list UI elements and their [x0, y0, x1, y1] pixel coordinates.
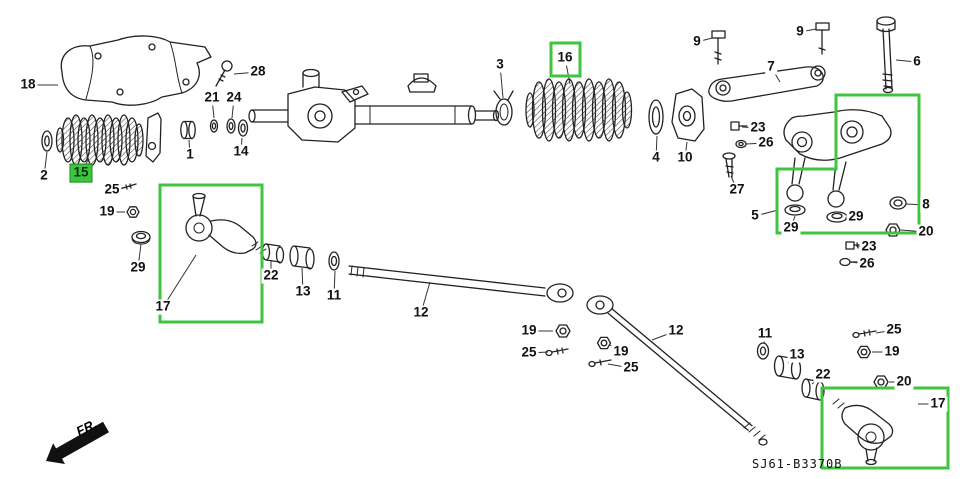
- part-callout-19: 19: [882, 343, 902, 360]
- part-15-boot: [55, 114, 144, 166]
- part-callout-13: 13: [293, 283, 313, 300]
- part-callout-20: 20: [894, 373, 914, 390]
- part-callout-17: 17: [928, 395, 948, 412]
- part-14-washer: [237, 119, 249, 137]
- part-callout-9: 9: [794, 23, 806, 40]
- part-callout-26: 26: [756, 134, 776, 151]
- part-callout-8: 8: [920, 196, 932, 213]
- part-25-screw-mid: [588, 359, 612, 368]
- part-callout-28: 28: [248, 63, 268, 80]
- part-19-nut-br: [856, 345, 872, 359]
- part-3-clamp: [493, 90, 514, 126]
- part-callout-21: 21: [202, 89, 222, 106]
- part-callout-25: 25: [519, 344, 539, 361]
- part-callout-16: 16: [555, 49, 575, 66]
- highlight-box-tie-rod-end-right: [820, 386, 950, 470]
- part-callout-23: 23: [748, 119, 768, 136]
- part-7-bracket: [708, 65, 826, 102]
- part-callout-29: 29: [846, 208, 866, 225]
- part-callout-18: 18: [18, 76, 38, 93]
- fr-arrow-icon: [46, 421, 109, 464]
- part-9-bolt-right: [815, 22, 830, 55]
- part-callout-24: 24: [224, 89, 244, 106]
- part-callout-20: 20: [916, 223, 936, 240]
- part-callout-25: 25: [102, 181, 122, 198]
- part-24-washer: [226, 118, 236, 134]
- highlight-box-idler-arm-region: [775, 93, 921, 235]
- part-callout-13: 13: [787, 346, 807, 363]
- part-13-bushing-left: [289, 245, 315, 270]
- part-16-boot: [525, 78, 633, 142]
- part-28-screw: [215, 60, 233, 87]
- part-callout-3: 3: [494, 56, 506, 73]
- part-callout-19: 19: [519, 322, 539, 339]
- clamp-bracket: [145, 112, 162, 163]
- part-callout-12: 12: [666, 322, 686, 339]
- highlight-box-tie-rod-end-left: [158, 183, 264, 324]
- part-callout-26: 26: [857, 255, 877, 272]
- part-12-drag-rod: [586, 295, 768, 446]
- part-callout-1: 1: [184, 146, 196, 163]
- part-callout-11: 11: [324, 287, 344, 304]
- part-8-grommet: [889, 196, 907, 210]
- part-callout-25: 25: [621, 359, 641, 376]
- part-19-nut-center: [555, 324, 571, 338]
- part-callout-19: 19: [611, 343, 631, 360]
- part-21-washer: [209, 119, 219, 133]
- part-2-ring: [41, 130, 53, 152]
- part-10-mount: [671, 88, 705, 142]
- part-callout-4: 4: [650, 149, 662, 166]
- part-callout-11: 11: [755, 325, 775, 342]
- part-callout-22: 22: [261, 267, 281, 284]
- part-callout-12: 12: [411, 304, 431, 321]
- part-1-bushing: [180, 120, 196, 140]
- part-27-bolt: [722, 152, 736, 178]
- part-callout-23: 23: [859, 238, 879, 255]
- part-callout-14: 14: [231, 143, 251, 160]
- part-11-ring-left: [328, 251, 340, 271]
- part-17-tie-rod-end-left: [185, 192, 267, 255]
- part-25-screw-br: [852, 329, 877, 339]
- leader-line-17: [162, 254, 197, 308]
- part-17-tie-rod-end-right: [832, 398, 894, 466]
- part-12-center-rod: [348, 265, 574, 303]
- part-callout-29: 29: [781, 219, 801, 236]
- part-19-nut-left: [126, 206, 140, 218]
- part-19-nut-mid: [596, 336, 612, 350]
- part-callout-5: 5: [749, 207, 761, 224]
- part-callout-29: 29: [128, 259, 148, 276]
- part-callout-10: 10: [675, 149, 695, 166]
- part-23-screw-left: [730, 121, 748, 131]
- part-callout-25: 25: [884, 321, 904, 338]
- part-callout-2: 2: [38, 167, 50, 184]
- part-callout-27: 27: [727, 181, 747, 198]
- part-22-bushing-left: [261, 243, 285, 264]
- part-callout-9: 9: [691, 33, 703, 50]
- part-callout-15: 15: [69, 163, 93, 183]
- part-11-ring-right: [756, 342, 770, 360]
- part-6-bolt: [876, 16, 896, 94]
- part-callout-6: 6: [911, 53, 923, 70]
- part-callout-19: 19: [97, 203, 117, 220]
- part-callout-17: 17: [153, 298, 173, 315]
- part-4-ring: [648, 99, 664, 135]
- rack-assembly: [248, 68, 500, 143]
- part-callout-7: 7: [765, 58, 777, 75]
- part-18-cover: [60, 35, 212, 106]
- part-9-bolt-left: [711, 30, 726, 65]
- part-25-screw-center: [545, 347, 569, 357]
- highlight-box-boot-16-label: [549, 41, 582, 78]
- diagram-code: SJ61-B3370B: [752, 457, 843, 471]
- part-callout-22: 22: [813, 366, 833, 383]
